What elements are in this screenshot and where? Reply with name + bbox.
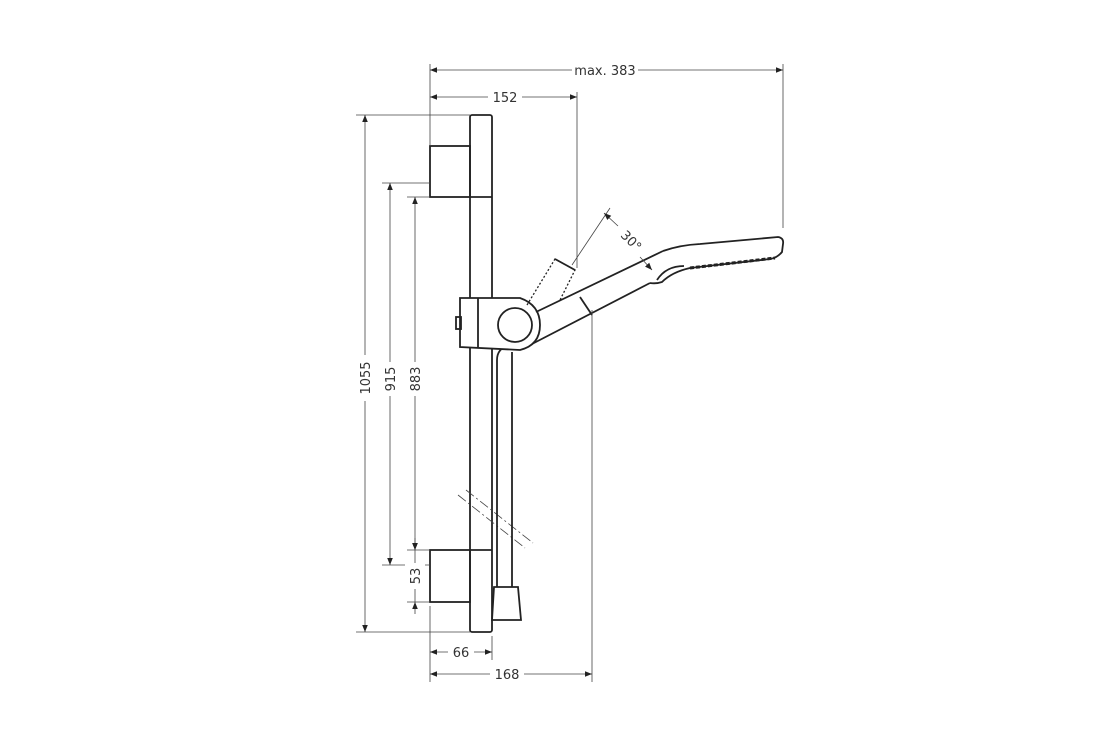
upper-wall-bracket — [429, 145, 471, 198]
dim-label-tilt-angle: 30° — [617, 228, 644, 255]
hose-cone — [491, 586, 522, 621]
dim-label-slider-depth: 168 — [495, 668, 520, 683]
dim-label-max-width: max. 383 — [574, 64, 635, 79]
dim-slider-depth: 168 — [430, 664, 592, 684]
dim-label-total-height: 1055 — [359, 361, 374, 394]
dim-inner-span: 883 — [405, 197, 425, 550]
break-symbol — [457, 489, 534, 549]
dim-label-bracket-height: 53 — [409, 568, 424, 585]
dim-bracket-span: 915 — [380, 183, 400, 565]
dim-max-width: max. 383 — [430, 60, 783, 80]
shower-rail — [469, 114, 493, 633]
dim-label-arm-reach: 152 — [493, 91, 518, 106]
spray-nozzles — [689, 256, 776, 270]
extension-lines — [356, 64, 784, 682]
dim-label-inner-span: 883 — [409, 367, 424, 392]
dim-bracket-height: 53 — [405, 538, 425, 614]
shower-hose — [491, 344, 522, 621]
slider — [455, 297, 541, 351]
lower-wall-bracket — [429, 549, 471, 603]
dim-label-rail-offset: 66 — [453, 646, 470, 661]
hand-shower — [526, 236, 785, 345]
dim-total-height: 1055 — [355, 115, 375, 632]
dim-tilt-angle: 30° — [603, 212, 653, 271]
dim-rail-offset: 66 — [430, 642, 492, 662]
dim-label-bracket-span: 915 — [384, 367, 399, 392]
dim-arm-reach: 152 — [430, 87, 577, 107]
